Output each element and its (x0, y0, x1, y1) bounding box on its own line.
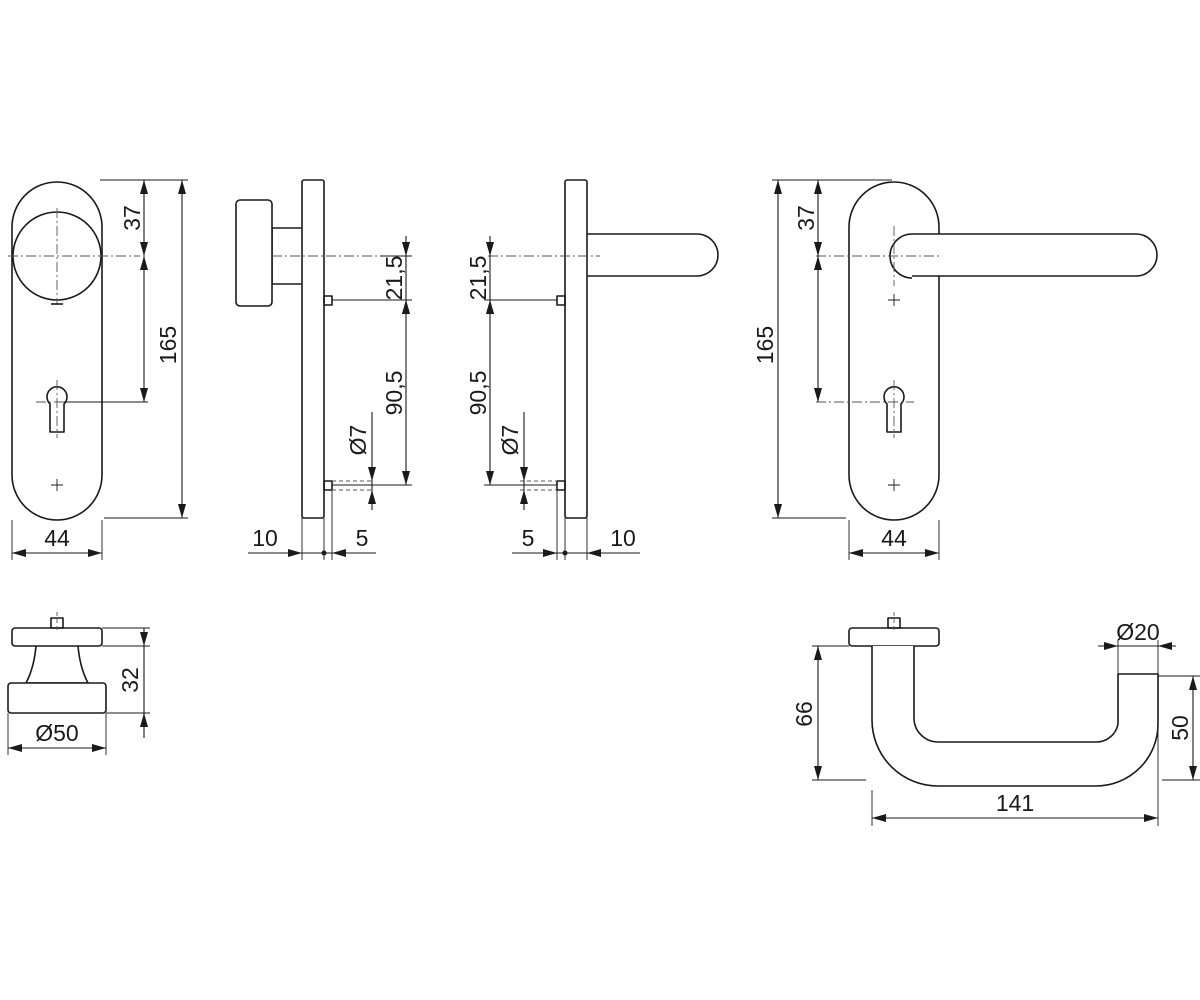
knob-top-neck (25, 645, 89, 684)
dim-label-21-5: 21,5 (381, 256, 407, 301)
screw-mark-bottom (888, 479, 900, 491)
knob-backplate-side (301, 179, 325, 519)
dim-label-44: 44 (44, 525, 70, 551)
dim-arrow (288, 549, 346, 557)
dim-label-90-5: 90,5 (381, 371, 407, 416)
lever-backplate-outline (848, 181, 940, 521)
lever-arm-front (912, 233, 1158, 277)
dim-label-165: 165 (155, 326, 181, 364)
lever-arm-side (587, 233, 719, 277)
dim-arrow (520, 467, 528, 504)
lever-side-view: 21,5 90,5 Ø7 5 10 (465, 179, 719, 560)
dim-arrow (543, 549, 601, 557)
fixing-stud-top (556, 295, 566, 306)
lever-top-arm (871, 646, 1159, 787)
knob-backplate-outline (11, 181, 103, 521)
dim-label-90-5: 90,5 (465, 371, 491, 416)
dim-label-5: 5 (356, 525, 369, 551)
dim-arrow (814, 646, 822, 780)
lever-top-plate (848, 627, 940, 647)
dim-dot (321, 550, 327, 556)
dim-label-d7: Ø7 (345, 425, 371, 456)
dim-label-66: 66 (791, 701, 817, 727)
fixing-stud-top (323, 295, 333, 306)
lever-top-view: Ø20 66 50 141 (791, 612, 1200, 826)
dim-label-32: 32 (117, 667, 143, 693)
dim-label-d50: Ø50 (35, 720, 78, 746)
dim-dot (562, 550, 568, 556)
dim-arrow (1104, 642, 1172, 650)
knob-top-view: 32 Ø50 (7, 612, 150, 755)
dim-arrow (368, 467, 376, 504)
knob-top-plate (11, 627, 103, 647)
lever-front-view: 37 165 44 (752, 179, 1158, 560)
dim-label-d20: Ø20 (1116, 619, 1159, 645)
dim-label-10: 10 (252, 525, 278, 551)
dim-label-141: 141 (996, 790, 1034, 816)
dim-label-5: 5 (522, 525, 535, 551)
knob-top-body (7, 682, 107, 714)
keyhole-cylinder-cutout (46, 386, 68, 433)
dim-label-37: 37 (119, 205, 145, 231)
knob-side-view: 21,5 90,5 Ø7 10 5 (235, 179, 412, 560)
dim-label-44: 44 (881, 525, 907, 551)
dim-label-50: 50 (1167, 715, 1193, 741)
dim-label-21-5: 21,5 (465, 256, 491, 301)
dim-label-d7: Ø7 (497, 425, 523, 456)
screw-mark-bottom (51, 479, 63, 491)
knob-front-view: 37 165 44 (8, 179, 188, 560)
dim-label-165: 165 (752, 326, 778, 364)
screw-mark (888, 294, 900, 306)
knob-body (235, 199, 273, 307)
lever-backplate-side (564, 179, 588, 519)
keyhole-cylinder-cutout (883, 386, 905, 433)
dim-label-37: 37 (793, 205, 819, 231)
dim-label-10: 10 (610, 525, 636, 551)
fixing-stud-bottom (556, 480, 566, 491)
fixing-stud-bottom (323, 480, 333, 491)
